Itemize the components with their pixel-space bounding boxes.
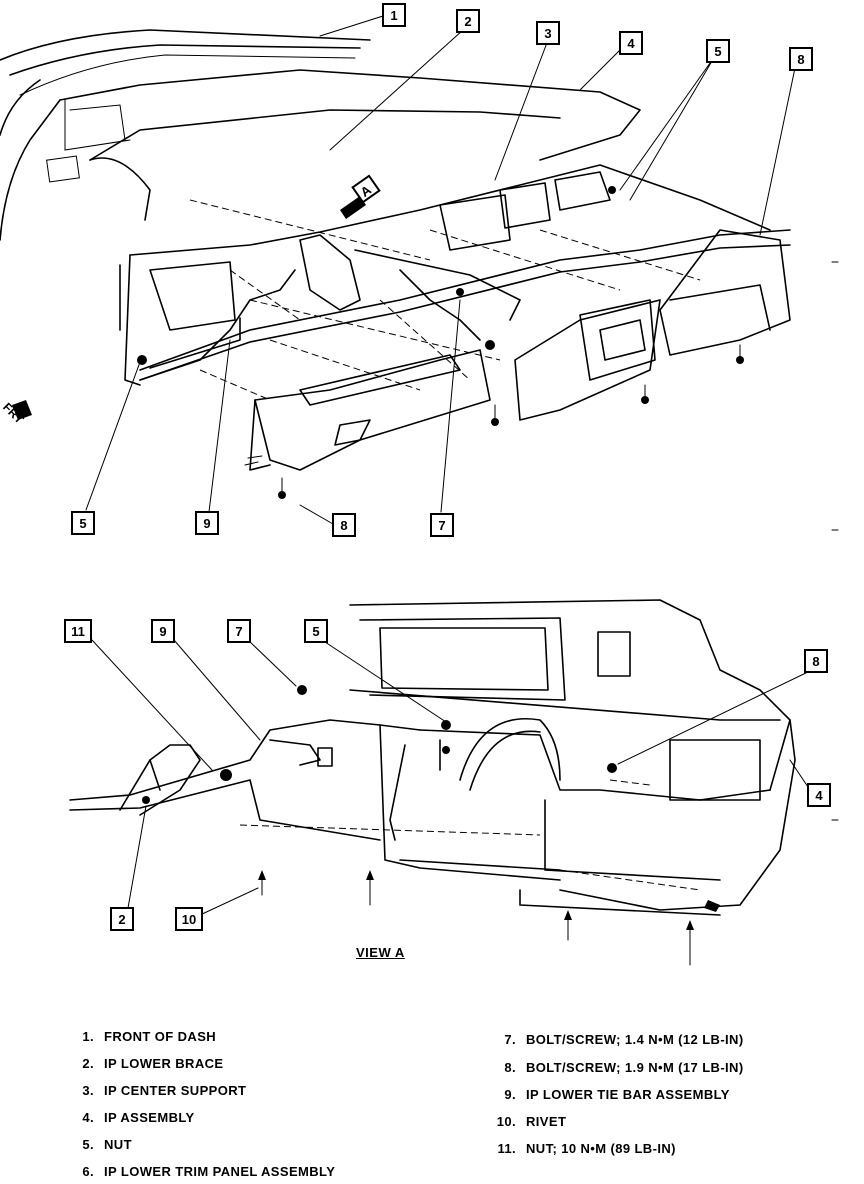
legend-item-6: 6.IP LOWER TRIM PANEL ASSEMBLY (82, 1164, 336, 1179)
svg-text:8: 8 (797, 52, 804, 67)
callout-1: 1 (382, 3, 406, 27)
legend-item-10: 10.RIVET (496, 1114, 567, 1129)
svg-text:8: 8 (340, 518, 347, 533)
callout-7-top: 7 (430, 513, 454, 537)
svg-text:7: 7 (235, 624, 242, 639)
callout-2-view-a: 2 (110, 907, 134, 931)
svg-text:1: 1 (390, 8, 397, 23)
legend-item-4: 4.IP ASSEMBLY (82, 1110, 195, 1125)
svg-text:11: 11 (71, 624, 85, 639)
callout-7-view-a: 7 (227, 619, 251, 643)
legend-item-8: 8.BOLT/SCREW; 1.9 N•M (17 LB-IN) (504, 1060, 744, 1075)
svg-text:10: 10 (182, 912, 196, 927)
callout-3: 3 (536, 21, 560, 45)
legend-item-11: 11.NUT; 10 N•M (89 LB-IN) (497, 1141, 676, 1156)
exploded-view-top: A (0, 29, 791, 499)
callout-4-view-a: 4 (807, 783, 831, 807)
parts-legend: 1.FRONT OF DASH 2.IP LOWER BRACE 3.IP CE… (0, 1020, 864, 1184)
svg-text:5: 5 (79, 516, 86, 531)
svg-text:5: 5 (312, 624, 319, 639)
view-a-label: VIEW A (356, 945, 405, 960)
legend-item-7: 7.BOLT/SCREW; 1.4 N•M (12 LB-IN) (504, 1032, 744, 1047)
callout-4: 4 (619, 31, 643, 55)
front-arrow-icon (12, 400, 32, 420)
callout-9-view-a: 9 (151, 619, 175, 643)
svg-text:3: 3 (544, 26, 551, 41)
callout-8-top: 8 (789, 47, 813, 71)
svg-text:5: 5 (714, 44, 721, 59)
leader-lines (85, 15, 813, 916)
svg-text:2: 2 (464, 14, 471, 29)
svg-text:7: 7 (438, 518, 445, 533)
svg-text:9: 9 (159, 624, 166, 639)
legend-item-5: 5.NUT (82, 1137, 132, 1152)
callout-11: 11 (64, 619, 92, 643)
callout-5-view-a: 5 (304, 619, 328, 643)
callout-8-bottom-left: 8 (332, 513, 356, 537)
legend-item-9: 9.IP LOWER TIE BAR ASSEMBLY (504, 1087, 730, 1102)
callout-10: 10 (175, 907, 203, 931)
callout-5-left: 5 (71, 511, 95, 535)
callout-2: 2 (456, 9, 480, 33)
svg-text:8: 8 (812, 654, 819, 669)
legend-item-2: 2.IP LOWER BRACE (82, 1056, 224, 1071)
callout-8-view-a: 8 (804, 649, 828, 673)
legend-item-1: 1.FRONT OF DASH (82, 1029, 217, 1044)
svg-text:2: 2 (118, 912, 125, 927)
callout-5-top: 5 (706, 39, 730, 63)
callout-9-top: 9 (195, 511, 219, 535)
svg-text:9: 9 (203, 516, 210, 531)
svg-text:4: 4 (815, 788, 823, 803)
view-a-detail (69, 599, 796, 966)
svg-text:4: 4 (627, 36, 635, 51)
legend-item-3: 3.IP CENTER SUPPORT (82, 1083, 247, 1098)
